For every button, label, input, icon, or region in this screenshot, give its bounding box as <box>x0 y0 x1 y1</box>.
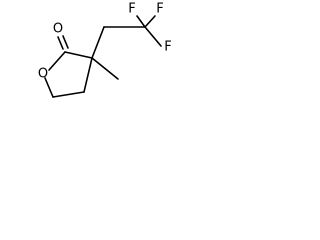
bond-methyl <box>91 57 119 80</box>
bond-quaternary-c-to-ch2 <box>83 57 93 93</box>
bond-carbonyl-c-to-quaternary-c <box>64 51 93 59</box>
bond-ch2-to-och2 <box>52 91 85 98</box>
bond-cf3-to-f-top-left <box>136 15 146 28</box>
bond-carbonyl-double-2 <box>62 35 69 49</box>
fluorine-right-label: F <box>164 40 171 55</box>
ring-oxygen-label: O <box>38 67 48 82</box>
fluorine-top-left-label: F <box>128 2 135 17</box>
bond-cf3-to-f-right <box>144 26 162 47</box>
bond-och2-to-ring-o <box>44 77 54 98</box>
bond-cf3-to-f-top-right <box>144 15 156 28</box>
bond-quaternary-c-to-cf3-ch2 <box>91 26 105 59</box>
carbonyl-oxygen-label: O <box>53 22 63 37</box>
bond-carbonyl-double-1 <box>57 36 64 50</box>
bond-ring-o-to-carbonyl-c <box>48 51 66 71</box>
molecule-diagram: O O F F F <box>38 2 172 98</box>
fluorine-top-right-label: F <box>156 2 163 17</box>
